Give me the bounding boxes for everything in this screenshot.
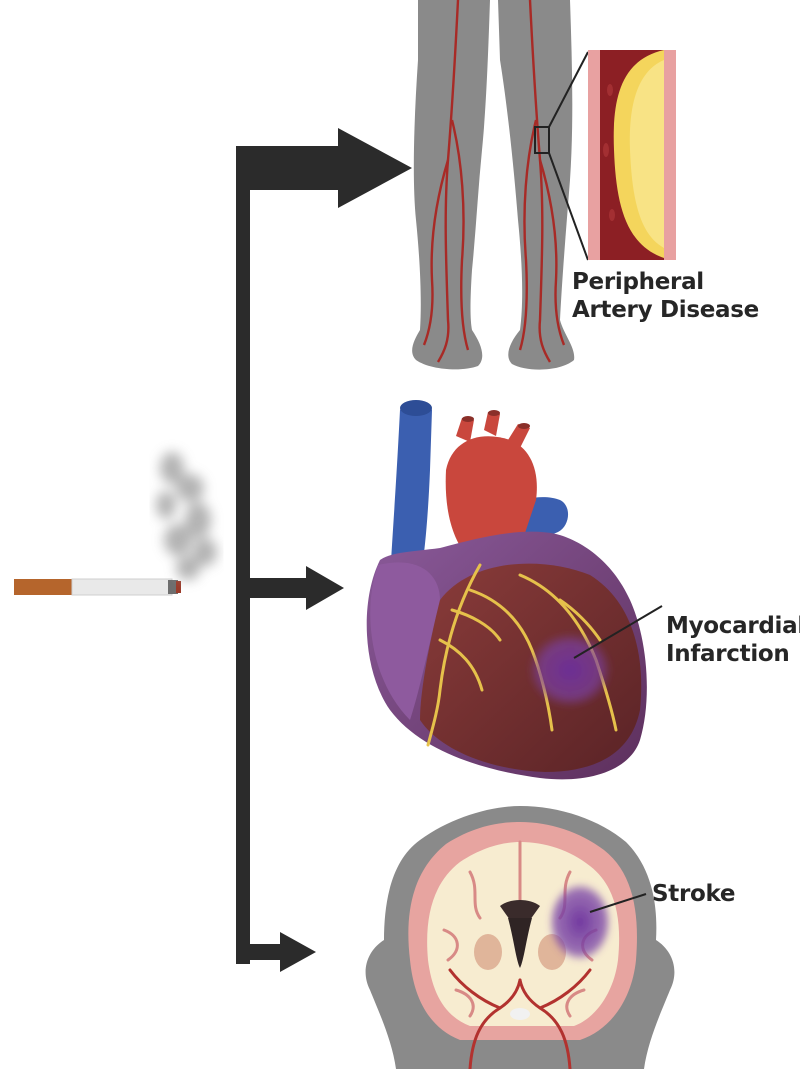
label-mi-line1: Myocardial [666, 612, 800, 640]
arrow-connector [236, 128, 412, 972]
arrow-to-legs [236, 128, 412, 208]
label-mi-line2: Infarction [666, 640, 800, 668]
heart-illustration [367, 400, 662, 779]
stroke-area [548, 882, 612, 962]
artery-cross-section [588, 50, 676, 260]
smoke-icon [156, 452, 217, 580]
vertical-connector-line [236, 146, 250, 964]
arrow-to-heart [236, 566, 344, 610]
label-stroke: Stroke [652, 880, 735, 908]
label-pad-line2: Artery Disease [572, 296, 759, 324]
brain-illustration [366, 806, 675, 1069]
label-stroke-line1: Stroke [652, 880, 735, 908]
label-myocardial-infarction: Myocardial Infarction [666, 612, 800, 668]
label-pad-line1: Peripheral [572, 268, 759, 296]
label-peripheral-artery-disease: Peripheral Artery Disease [572, 268, 759, 324]
cigarette-icon [14, 579, 181, 595]
